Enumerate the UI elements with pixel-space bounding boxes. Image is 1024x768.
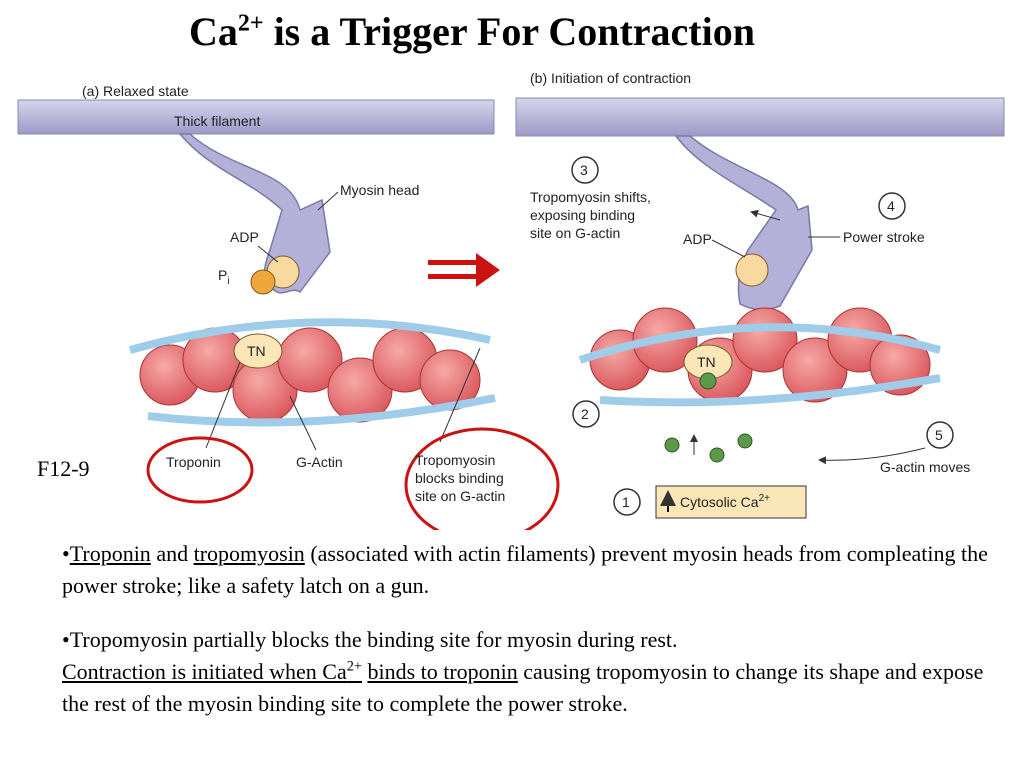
adp-label: ADP	[230, 229, 259, 245]
troponin-leader	[205, 361, 241, 449]
calcium-ion	[709, 447, 725, 463]
step-5-number: 5	[935, 427, 943, 443]
step-3-number: 3	[580, 162, 588, 178]
pi-label: Pi	[218, 267, 230, 287]
thin-filament-b: TN	[578, 307, 942, 407]
binds-troponin-term: binds to troponin	[367, 658, 518, 684]
step-4-badge	[878, 192, 906, 220]
myosin-head-leader	[317, 191, 339, 211]
thick-filament-label: Thick filament	[174, 113, 260, 129]
step-5-badge	[926, 421, 954, 449]
power-stroke-label: Power stroke	[843, 229, 925, 245]
thick-filament-b	[515, 97, 1005, 137]
thin-filament-a: TN	[128, 318, 496, 427]
calcium-ion	[664, 437, 680, 453]
bullet-troponin: •Troponin and tropomyosin (associated wi…	[62, 541, 988, 598]
adp-leader	[257, 245, 279, 263]
step-3-text-2: exposing binding	[530, 207, 635, 223]
tropomyosin-strand	[128, 318, 491, 354]
adp-circle-b	[735, 253, 769, 287]
page-title: Ca2+ is a Trigger For Contraction	[188, 9, 755, 54]
tn-label-b: TN	[697, 354, 716, 370]
myosin-head	[178, 133, 331, 294]
g-actin-moves-label: G-actin moves	[880, 459, 970, 475]
step-3-text-1: Tropomyosin shifts,	[530, 189, 651, 205]
contraction-diagram: (a) Relaxed state Thick filament Myosin …	[17, 70, 1005, 530]
shift-arrow	[750, 209, 781, 221]
step-1-number: 1	[622, 494, 630, 510]
calcium-bound	[699, 372, 717, 390]
troponin-tn	[233, 333, 283, 369]
myosin-head-b	[674, 135, 813, 311]
step-2-badge	[572, 400, 600, 428]
tropomyosin-leader	[439, 347, 481, 443]
step-3-badge	[571, 156, 599, 184]
g-actin-leader	[289, 395, 317, 451]
tropomyosin-term: tropomyosin	[193, 541, 305, 566]
cytosolic-label: Cytosolic Ca2+	[680, 493, 770, 510]
contraction-initiated-term: Contraction is initiated when Ca2+	[62, 658, 362, 684]
tropomyosin-annotation-circle	[404, 427, 560, 530]
thick-filament	[17, 99, 495, 135]
panel-a: (a) Relaxed state Thick filament Myosin …	[17, 83, 560, 530]
panel-a-heading: (a) Relaxed state	[82, 83, 189, 99]
step-4-number: 4	[887, 198, 895, 214]
tropomyosin-strand	[578, 323, 942, 364]
tropomyosin-note-3: site on G-actin	[415, 488, 505, 504]
g-actin-label: G-Actin	[296, 454, 343, 470]
step-2-number: 2	[581, 406, 589, 422]
troponin-term: Troponin	[69, 541, 151, 566]
adp-leader-b	[711, 239, 746, 258]
tropomyosin-strand	[599, 374, 941, 407]
cytosolic-box	[655, 485, 807, 519]
step-3-text-3: site on G-actin	[530, 225, 620, 241]
pi-circle	[250, 269, 276, 295]
panel-b-heading: (b) Initiation of contraction	[530, 70, 691, 86]
panel-b: (b) Initiation of contraction ADP 3 Trop…	[515, 70, 1005, 519]
troponin-annotation-circle	[146, 436, 254, 504]
myosin-head-label: Myosin head	[340, 182, 419, 198]
step-1-badge	[613, 488, 641, 516]
transition-arrow	[428, 253, 500, 287]
bullet-contraction: •Tropomyosin partially blocks the bindin…	[62, 627, 984, 716]
tropomyosin-strand	[147, 394, 496, 427]
tn-label-a: TN	[247, 343, 266, 359]
g-actin-moves-arrow	[818, 447, 926, 465]
troponin-label: Troponin	[166, 454, 221, 470]
figure-label: F12-9	[37, 456, 90, 481]
tropomyosin-note-2: blocks binding	[415, 470, 504, 486]
tropomyosin-note-1: Tropomyosin	[415, 452, 495, 468]
adp-label-b: ADP	[683, 231, 712, 247]
calcium-ion	[737, 433, 753, 449]
